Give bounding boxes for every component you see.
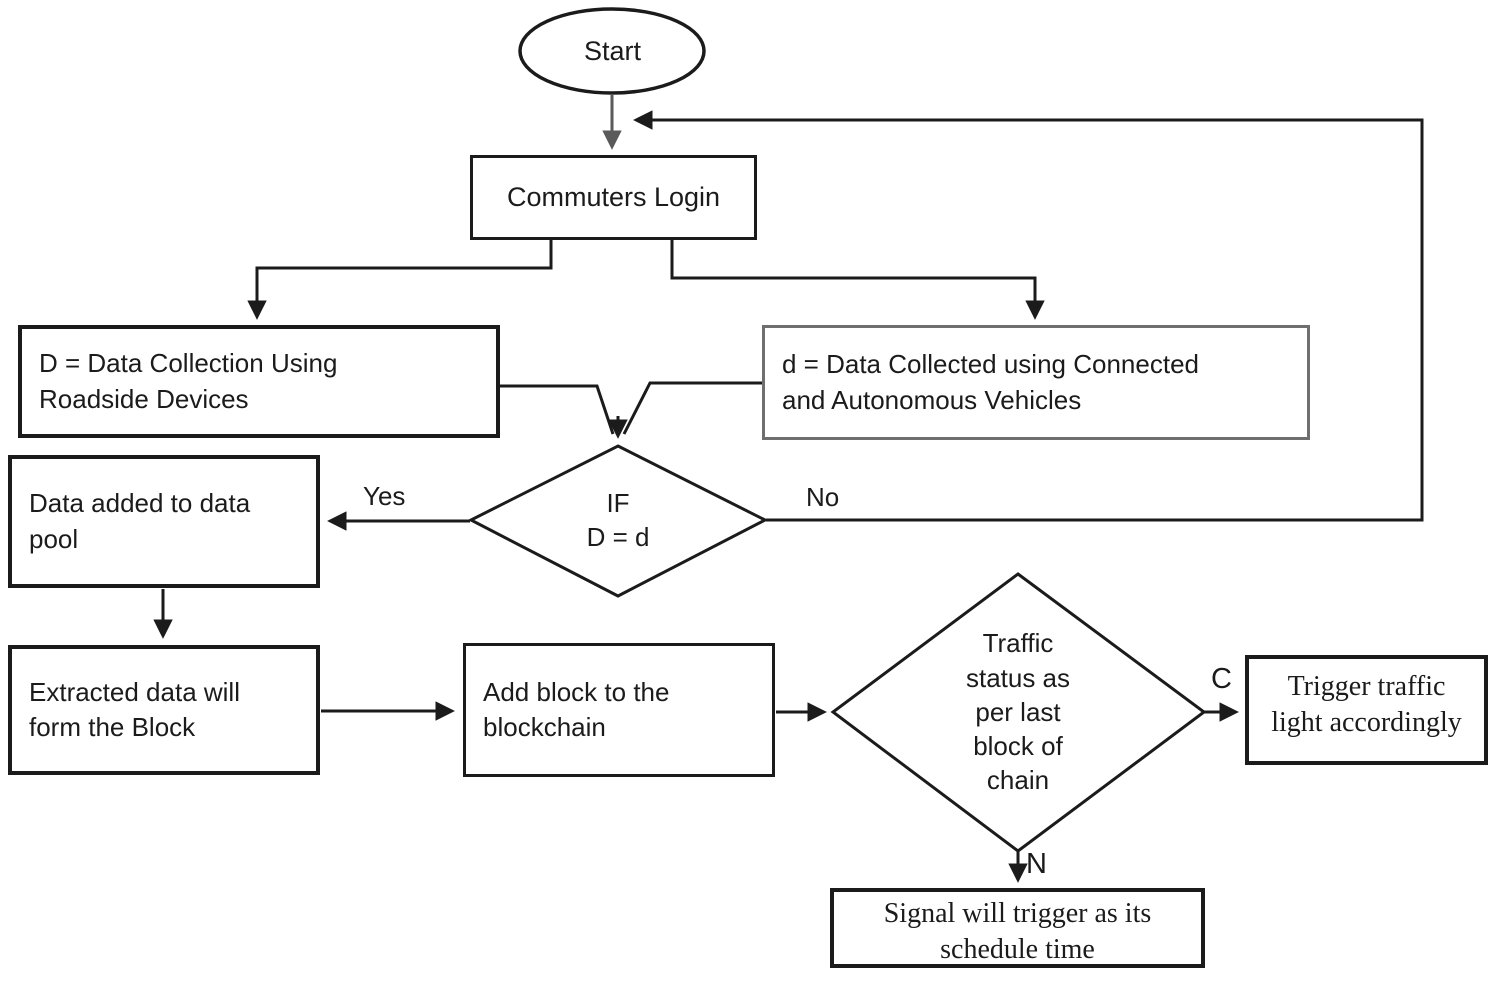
node-commuters-login: Commuters Login bbox=[470, 155, 757, 240]
node-signal-schedule-label: Signal will trigger as its schedule time bbox=[883, 898, 1152, 966]
node-add-block: Add block to the blockchain bbox=[463, 643, 775, 777]
node-if-decision: IF D = d bbox=[518, 470, 718, 570]
edge-login-to-cav bbox=[670, 240, 1045, 320]
node-cav-collection-label: d = Data Collected using Connected and A… bbox=[782, 349, 1199, 415]
node-roadside-collection-label: D = Data Collection Using Roadside Devic… bbox=[39, 348, 338, 414]
edge-label-n: N bbox=[1026, 848, 1047, 880]
node-cav-collection: d = Data Collected using Connected and A… bbox=[762, 325, 1310, 440]
if-decision-diamond-shape bbox=[467, 444, 769, 598]
node-trigger-light: Trigger traffic light accordingly bbox=[1245, 655, 1488, 765]
edge-label-c: C bbox=[1211, 663, 1232, 695]
edge-label-yes: Yes bbox=[363, 481, 406, 511]
edge-roadside-to-if bbox=[500, 384, 615, 435]
node-trigger-light-label: Trigger traffic light accordingly bbox=[1271, 671, 1462, 739]
node-if-decision-label: IF D = d bbox=[586, 487, 650, 552]
node-data-pool: Data added to data pool bbox=[8, 455, 320, 588]
node-start-label: Start bbox=[583, 35, 642, 66]
node-data-pool-label: Data added to data pool bbox=[29, 488, 251, 554]
node-start: Start bbox=[520, 10, 705, 93]
node-signal-schedule: Signal will trigger as its schedule time bbox=[830, 888, 1205, 968]
node-traffic-status: Traffic status as per last block of chai… bbox=[918, 590, 1118, 834]
edge-cav-to-if bbox=[622, 381, 762, 435]
start-ellipse-shape bbox=[518, 7, 706, 95]
node-traffic-status-label: Traffic status as per last block of chai… bbox=[965, 628, 1071, 796]
node-roadside-collection: D = Data Collection Using Roadside Devic… bbox=[18, 325, 500, 438]
edge-no-loop-to-login bbox=[633, 110, 1424, 522]
node-add-block-label: Add block to the blockchain bbox=[483, 676, 670, 742]
node-extracted-block: Extracted data will form the Block bbox=[8, 645, 320, 775]
edge-label-no: No bbox=[806, 482, 840, 512]
node-extracted-block-label: Extracted data will form the Block bbox=[29, 676, 240, 742]
node-commuters-login-label: Commuters Login bbox=[506, 182, 721, 213]
edge-login-to-roadside bbox=[247, 240, 553, 320]
